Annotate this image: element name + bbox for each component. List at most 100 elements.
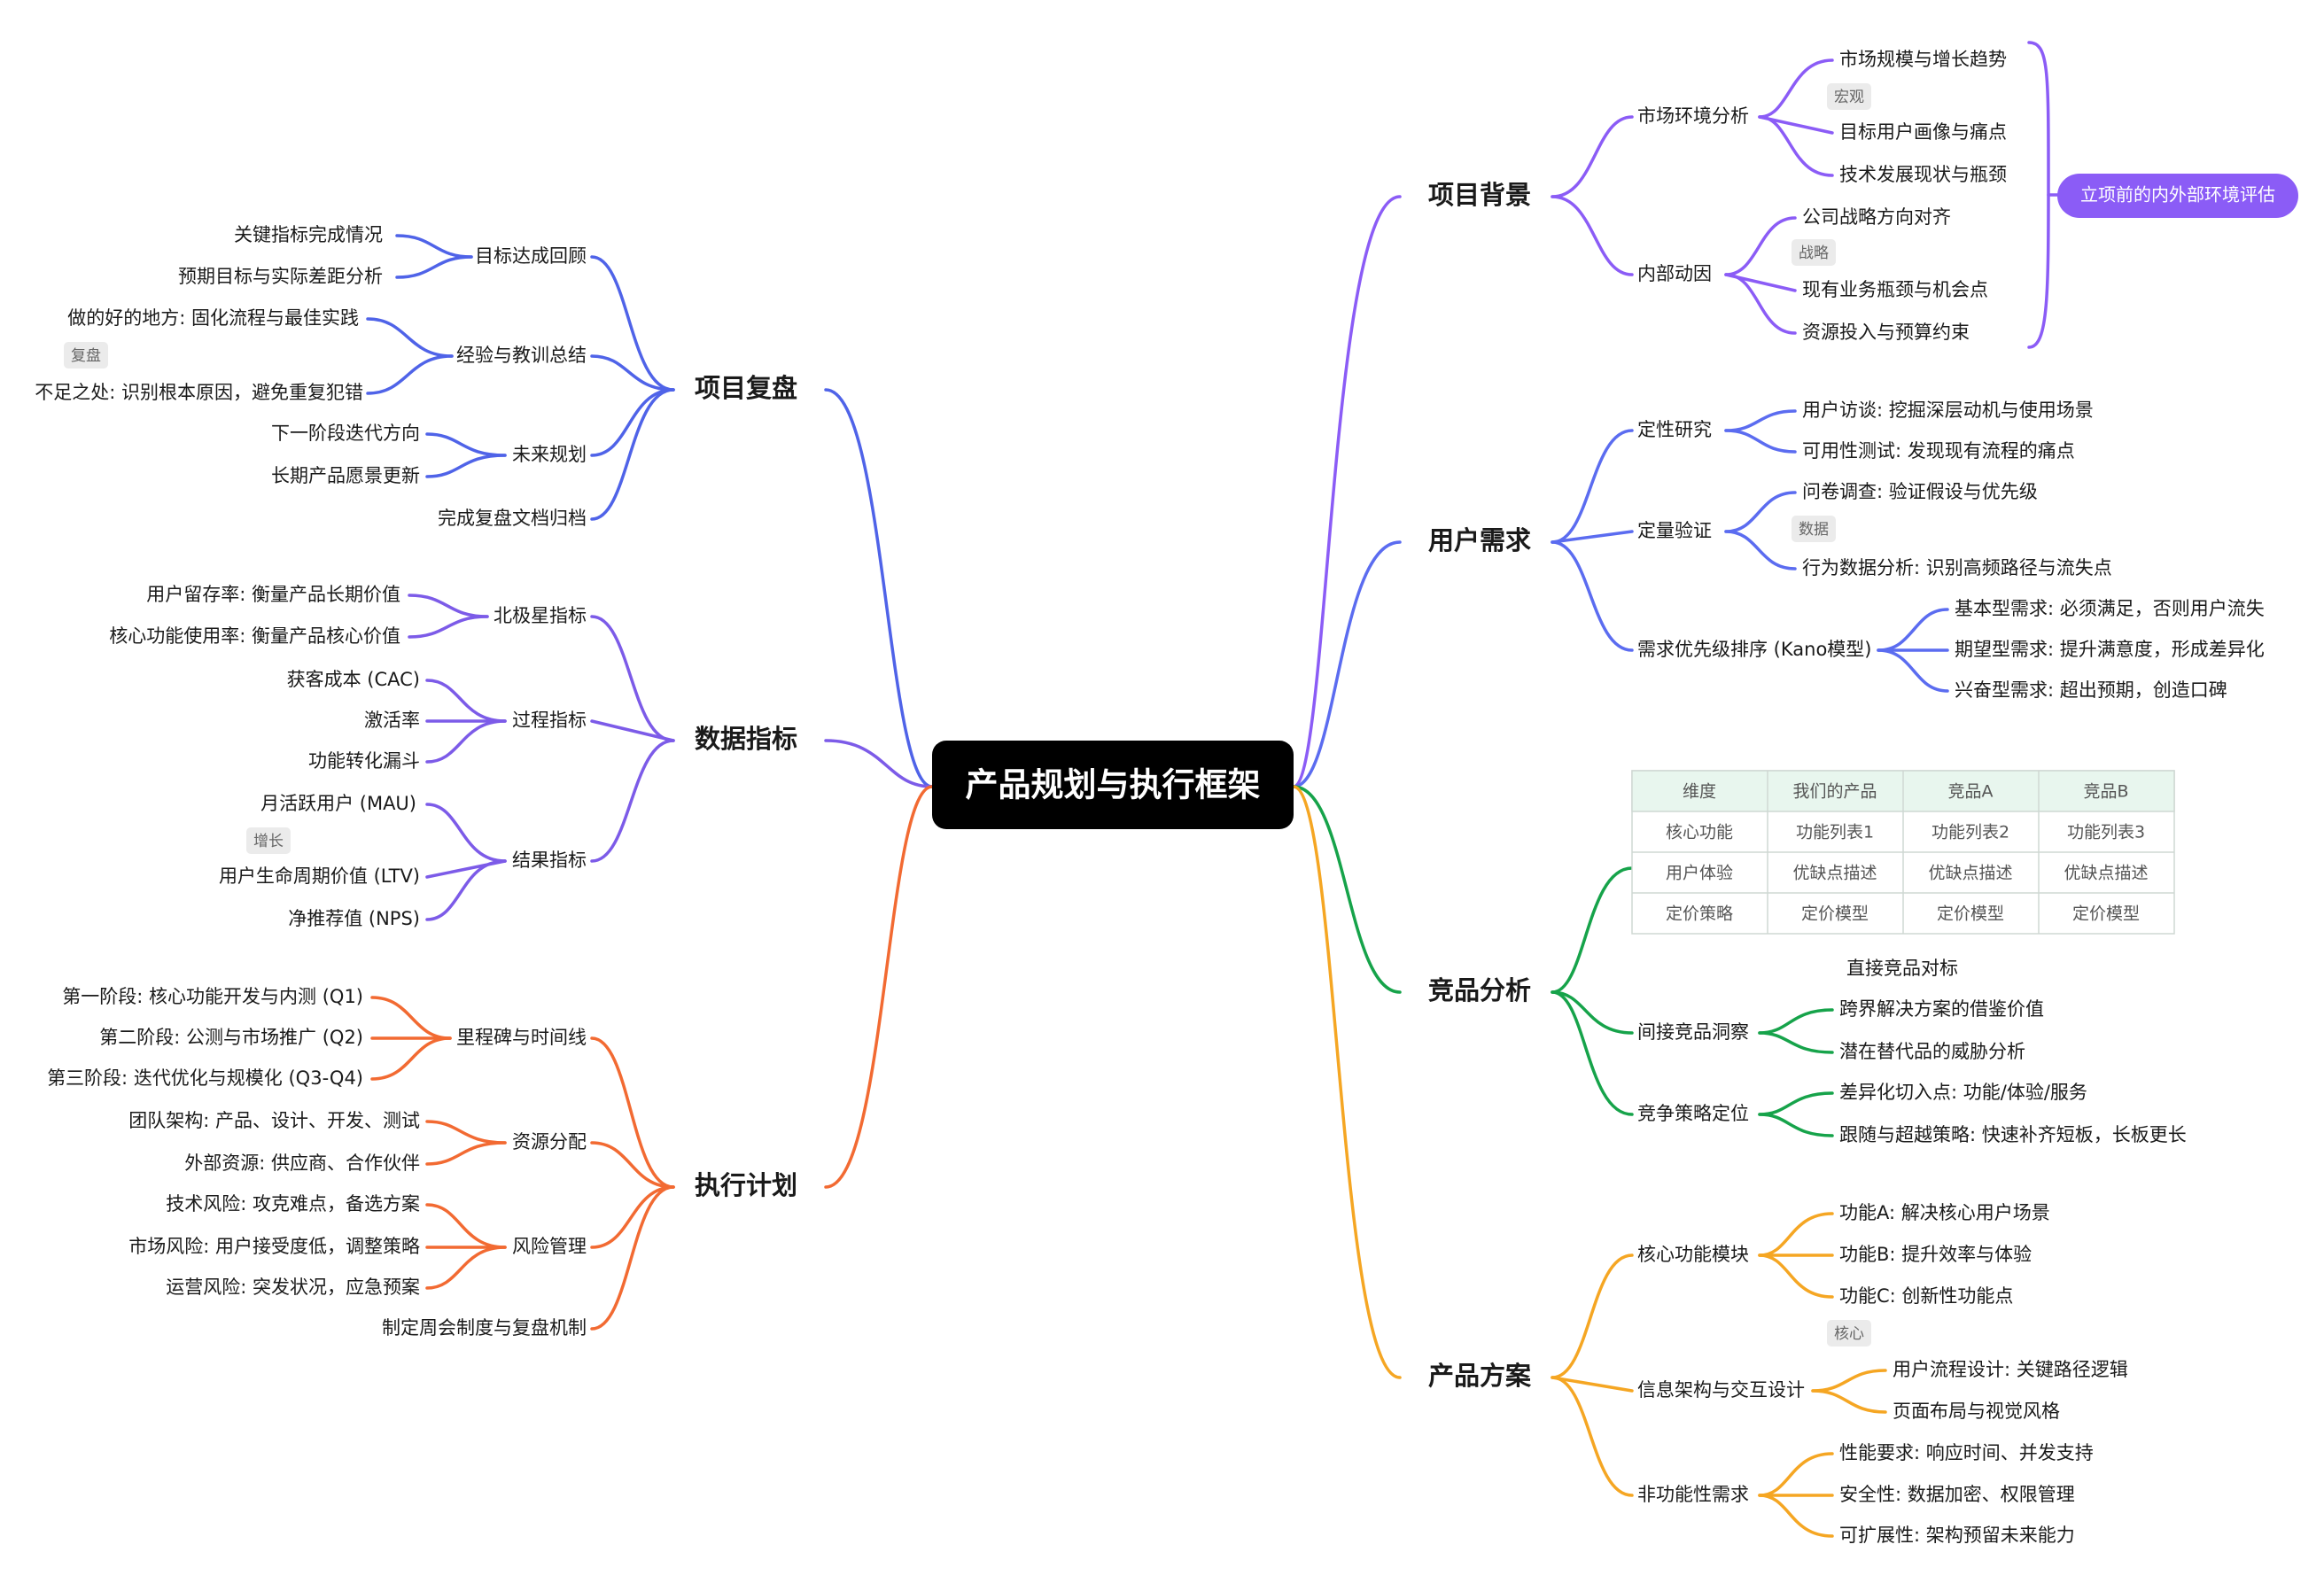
leaf-retention[interactable]: 用户留存率: 衡量产品长期价值 xyxy=(146,584,400,605)
table-header-cell: 竞品B xyxy=(2083,782,2128,802)
leaf-interviews[interactable]: 用户访谈: 挖掘深层动机与使用场景 xyxy=(1802,400,2094,421)
leaf-exciting-needs[interactable]: 兴奋型需求: 超出预期，创造口碑 xyxy=(1955,679,2227,701)
branch-user-needs: 用户需求 定性研究 用户访谈: 挖掘深层动机与使用场景 可用性测试: 发现现有流… xyxy=(1428,400,2265,701)
leaf-feature-usage[interactable]: 核心功能使用率: 衡量产品核心价值 xyxy=(109,625,400,647)
svg-text:数据: 数据 xyxy=(1799,521,1829,539)
node-quantitative[interactable]: 定量验证 xyxy=(1637,520,1712,541)
leaf-tech-risk[interactable]: 技术风险: 攻克难点，备选方案 xyxy=(166,1193,420,1215)
leaf-vision-update[interactable]: 长期产品愿景更新 xyxy=(271,465,420,486)
node-nonfunctional[interactable]: 非功能性需求 xyxy=(1637,1484,1749,1505)
leaf-differentiation[interactable]: 差异化切入点: 功能/体验/服务 xyxy=(1839,1082,2087,1103)
node-project-background[interactable]: 项目背景 xyxy=(1428,180,1531,210)
leaf-cac[interactable]: 获客成本 (CAC) xyxy=(287,669,420,690)
leaf-mau[interactable]: 月活跃用户 (MAU) xyxy=(260,793,416,814)
node-market-analysis[interactable]: 市场环境分析 xyxy=(1637,105,1749,127)
table-cell: 功能列表3 xyxy=(2067,823,2145,842)
root-node[interactable]: 产品规划与执行框架 xyxy=(932,741,1294,829)
node-archive[interactable]: 完成复盘文档归档 xyxy=(438,508,587,529)
node-project-review[interactable]: 项目复盘 xyxy=(695,373,797,403)
leaf-behavior-data[interactable]: 行为数据分析: 识别高频路径与流失点 xyxy=(1802,557,2112,578)
node-risk-management[interactable]: 风险管理 xyxy=(512,1236,587,1257)
leaf-phase-2[interactable]: 第二阶段: 公测与市场推广 (Q2) xyxy=(99,1027,363,1048)
leaf-feature-c[interactable]: 功能C: 创新性功能点 xyxy=(1839,1285,2013,1307)
leaf-business-bottleneck[interactable]: 现有业务瓶颈与机会点 xyxy=(1802,279,1988,300)
leaf-kpi-completion[interactable]: 关键指标完成情况 xyxy=(234,224,383,245)
leaf-ltv[interactable]: 用户生命周期价值 (LTV) xyxy=(219,865,420,887)
branch-data-metrics: 数据指标 北极星指标 用户留存率: 衡量产品长期价值 核心功能使用率: 衡量产品… xyxy=(109,584,797,929)
table-cell: 优缺点描述 xyxy=(1928,864,2012,883)
leaf-team-structure[interactable]: 团队架构: 产品、设计、开发、测试 xyxy=(128,1110,420,1131)
leaf-market-size[interactable]: 市场规模与增长趋势 xyxy=(1839,49,2007,70)
leaf-gap-analysis[interactable]: 预期目标与实际差距分析 xyxy=(178,266,383,287)
leaf-target-users[interactable]: 目标用户画像与痛点 xyxy=(1839,121,2007,143)
node-internal-drivers[interactable]: 内部动因 xyxy=(1637,263,1712,284)
node-positioning[interactable]: 竞争策略定位 xyxy=(1637,1103,1749,1124)
leaf-phase-3[interactable]: 第三阶段: 迭代优化与规模化 (Q3-Q4) xyxy=(47,1067,363,1089)
leaf-feature-b[interactable]: 功能B: 提升效率与体验 xyxy=(1839,1244,2032,1265)
node-kano[interactable]: 需求优先级排序 (Kano模型) xyxy=(1637,639,1872,660)
leaf-shortcomings[interactable]: 不足之处: 识别根本原因，避免重复犯错 xyxy=(35,382,363,403)
node-lessons[interactable]: 经验与教训总结 xyxy=(456,345,587,366)
svg-text:核心: 核心 xyxy=(1834,1325,1864,1343)
node-process-metrics[interactable]: 过程指标 xyxy=(512,710,587,731)
leaf-basic-needs[interactable]: 基本型需求: 必须满足，否则用户流失 xyxy=(1955,598,2265,619)
node-user-needs[interactable]: 用户需求 xyxy=(1428,525,1531,555)
branch-competitor-analysis: 竞品分析 维度 我们的产品 竞品A 竞品B 核心功能 功能列表1 功能列表2 功… xyxy=(1428,770,2187,1145)
node-north-star[interactable]: 北极星指标 xyxy=(494,605,587,626)
node-goal-review[interactable]: 目标达成回顾 xyxy=(475,245,587,267)
node-product-solution[interactable]: 产品方案 xyxy=(1428,1361,1532,1391)
leaf-tech-status[interactable]: 技术发展现状与瓶颈 xyxy=(1839,164,2007,185)
node-data-metrics[interactable]: 数据指标 xyxy=(695,724,797,754)
leaf-page-layout[interactable]: 页面布局与视觉风格 xyxy=(1893,1401,2060,1422)
summary-callout[interactable]: 立项前的内外部环境评估 xyxy=(2057,174,2298,218)
node-result-metrics[interactable]: 结果指标 xyxy=(512,850,587,871)
leaf-security[interactable]: 安全性: 数据加密、权限管理 xyxy=(1839,1484,2075,1505)
leaf-expected-needs[interactable]: 期望型需求: 提升满意度，形成差异化 xyxy=(1955,639,2265,660)
leaf-cross-industry[interactable]: 跨界解决方案的借鉴价值 xyxy=(1839,998,2044,1020)
table-header-cell: 我们的产品 xyxy=(1792,782,1877,802)
node-core-modules[interactable]: 核心功能模块 xyxy=(1637,1244,1749,1265)
node-direct-competitors[interactable]: 直接竞品对标 xyxy=(1846,958,1958,979)
tag-core: 核心 xyxy=(1827,1320,1871,1347)
leaf-resource-budget[interactable]: 资源投入与预算约束 xyxy=(1802,322,1970,343)
leaf-nps[interactable]: 净推荐值 (NPS) xyxy=(288,908,420,929)
branch-project-background: 项目背景 市场环境分析 市场规模与增长趋势 宏观 目标用户画像与痛点 技术发展现… xyxy=(1428,49,2298,343)
leaf-good-practices[interactable]: 做的好的地方: 固化流程与最佳实践 xyxy=(67,307,359,329)
leaf-feature-a[interactable]: 功能A: 解决核心用户场景 xyxy=(1839,1202,2050,1223)
node-weekly-meetings[interactable]: 制定周会制度与复盘机制 xyxy=(382,1317,587,1339)
table-cell: 定价模型 xyxy=(1937,904,2004,924)
leaf-phase-1[interactable]: 第一阶段: 核心功能开发与内测 (Q1) xyxy=(62,986,363,1007)
leaf-market-risk[interactable]: 市场风险: 用户接受度低，调整策略 xyxy=(128,1236,420,1257)
branch-project-review: 项目复盘 目标达成回顾 关键指标完成情况 预期目标与实际差距分析 经验与教训总结… xyxy=(35,224,797,529)
table-header-cell: 维度 xyxy=(1683,782,1716,802)
tag-data: 数据 xyxy=(1792,516,1836,542)
node-milestones[interactable]: 里程碑与时间线 xyxy=(456,1027,587,1048)
node-future-plan[interactable]: 未来规划 xyxy=(512,444,587,465)
svg-text:战略: 战略 xyxy=(1799,244,1829,262)
leaf-next-iteration[interactable]: 下一阶段迭代方向 xyxy=(271,423,420,444)
node-execution-plan[interactable]: 执行计划 xyxy=(695,1170,797,1200)
table-cell: 功能列表1 xyxy=(1796,823,1874,842)
leaf-scalability[interactable]: 可扩展性: 架构预留未来能力 xyxy=(1839,1525,2075,1546)
leaf-ops-risk[interactable]: 运营风险: 突发状况，应急预案 xyxy=(166,1277,420,1298)
table-header-cell: 竞品A xyxy=(1948,782,1994,802)
leaf-activation[interactable]: 激活率 xyxy=(364,710,420,731)
leaf-user-flow[interactable]: 用户流程设计: 关键路径逻辑 xyxy=(1893,1359,2128,1380)
connectors xyxy=(366,41,2059,1538)
node-resource-allocation[interactable]: 资源分配 xyxy=(512,1131,587,1153)
node-qualitative[interactable]: 定性研究 xyxy=(1637,419,1712,440)
leaf-performance[interactable]: 性能要求: 响应时间、并发支持 xyxy=(1839,1442,2094,1463)
svg-text:立项前的内外部环境评估: 立项前的内外部环境评估 xyxy=(2080,184,2275,206)
leaf-follow-surpass[interactable]: 跟随与超越策略: 快速补齐短板，长板更长 xyxy=(1839,1124,2187,1145)
node-ia-interaction[interactable]: 信息架构与交互设计 xyxy=(1637,1379,1805,1401)
leaf-survey[interactable]: 问卷调查: 验证假设与优先级 xyxy=(1802,481,2038,502)
leaf-usability[interactable]: 可用性测试: 发现现有流程的痛点 xyxy=(1802,440,2075,462)
leaf-strategy-alignment[interactable]: 公司战略方向对齐 xyxy=(1802,206,1951,228)
leaf-substitutes[interactable]: 潜在替代品的威胁分析 xyxy=(1839,1041,2025,1062)
leaf-external-resources[interactable]: 外部资源: 供应商、合作伙伴 xyxy=(184,1153,420,1174)
node-indirect-competitors[interactable]: 间接竞品洞察 xyxy=(1637,1021,1749,1043)
node-competitor-analysis[interactable]: 竞品分析 xyxy=(1428,975,1531,1005)
table-cell: 定价模型 xyxy=(1801,904,1869,924)
table-cell: 定价模型 xyxy=(2072,904,2140,924)
leaf-funnel[interactable]: 功能转化漏斗 xyxy=(308,750,420,772)
